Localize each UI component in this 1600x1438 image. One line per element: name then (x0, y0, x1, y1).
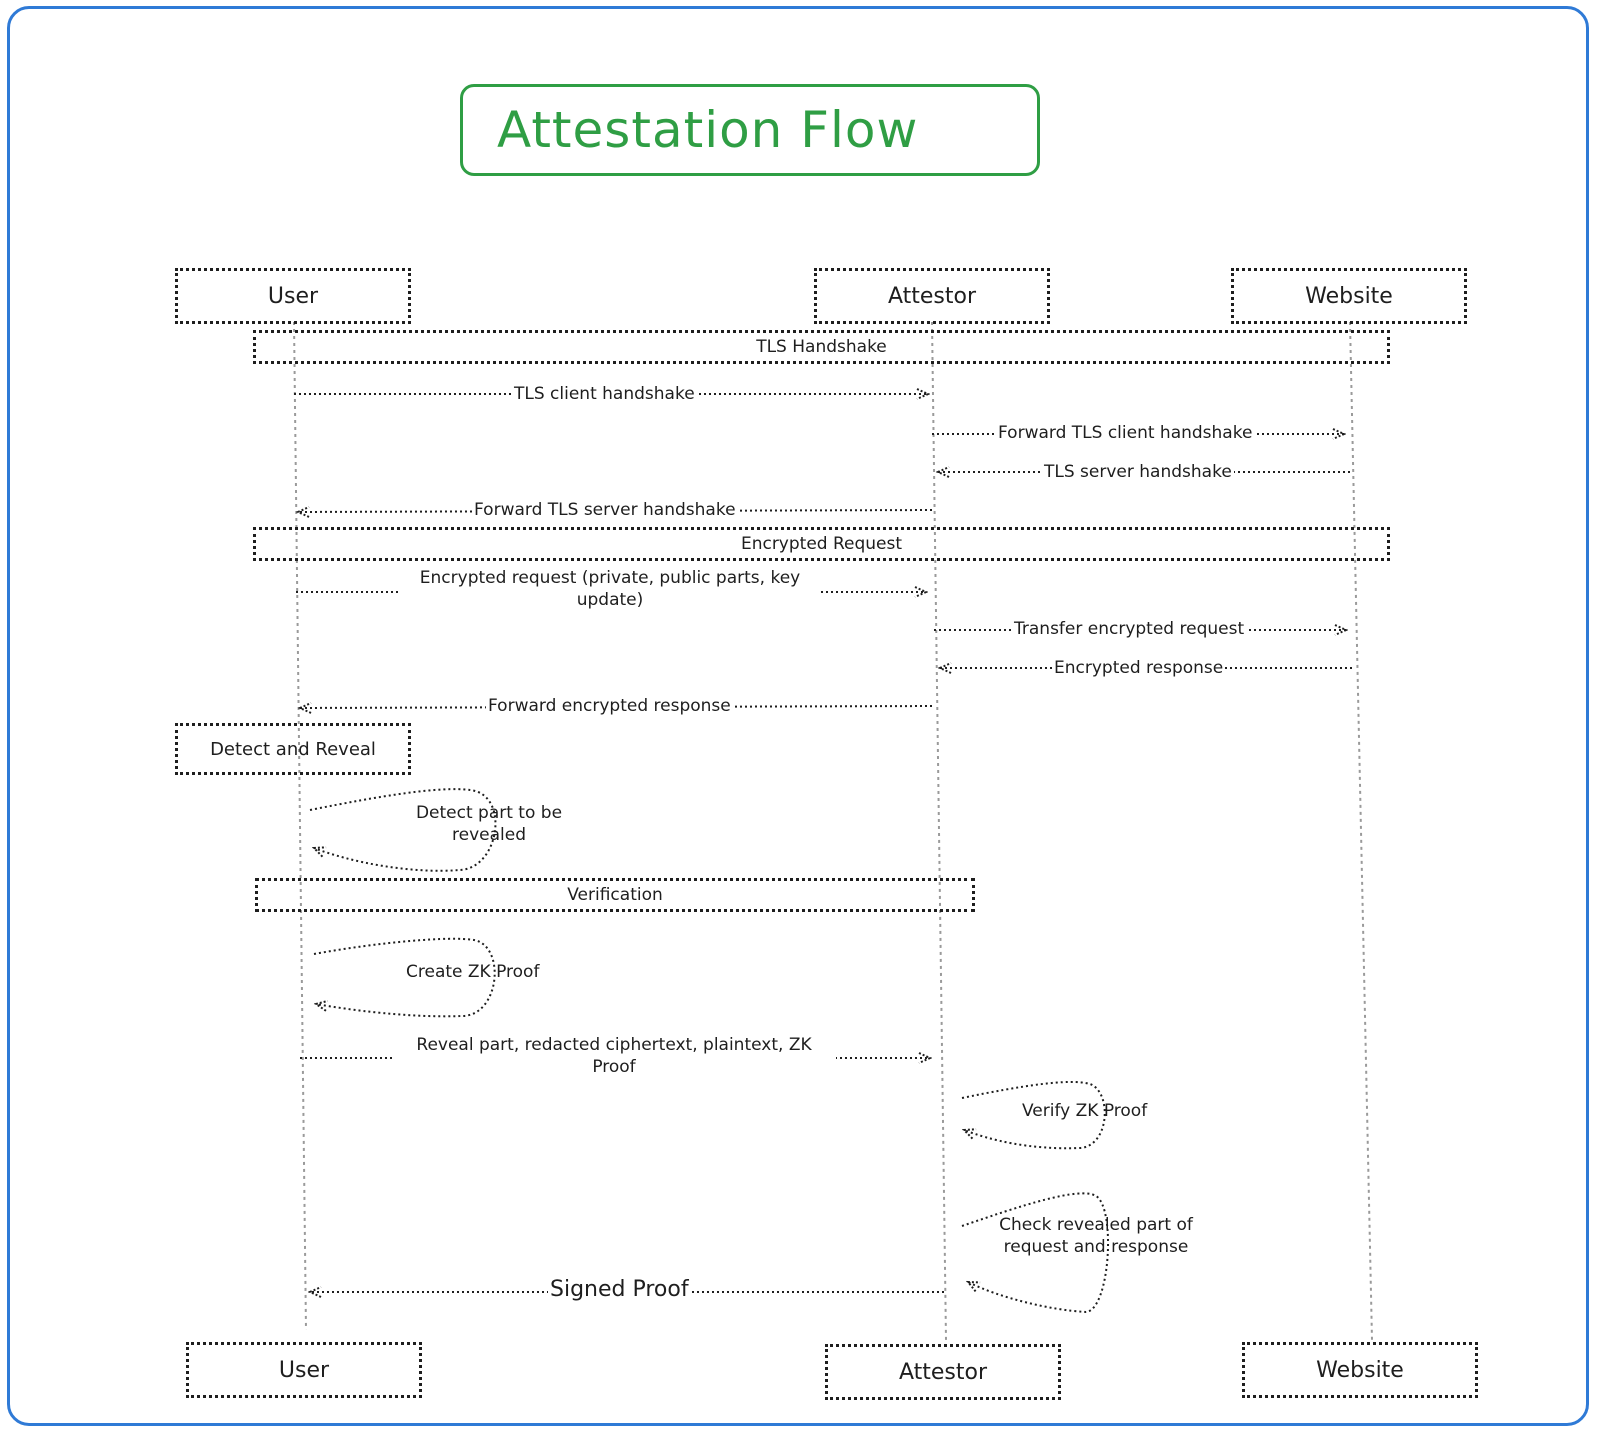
label-detect-part: Detect part to be revealed (415, 803, 563, 845)
diagram-title: Attestation Flow (497, 101, 919, 159)
label-encrypted-request: Encrypted request (private, public parts… (400, 567, 820, 611)
label-signed-proof: Signed Proof (548, 1276, 691, 1304)
actor-website-bottom: Website (1242, 1342, 1478, 1398)
frame-verification: Verification (255, 878, 975, 912)
label-verify-zk-proof: Verify ZK Proof (1022, 1101, 1148, 1121)
label-forward-encrypted-response: Forward encrypted response (486, 695, 733, 717)
lifeline-attestor (931, 321, 947, 1341)
lifeline-website (1349, 321, 1373, 1341)
actor-user-bottom: User (186, 1342, 422, 1398)
loop-verify-zk-proof (962, 1080, 1106, 1150)
title-box: Attestation Flow (460, 84, 1040, 176)
label-create-zk-proof: Create ZK Proof (406, 962, 540, 982)
loop-detect-part (309, 788, 497, 872)
frame-encrypted-request: Encrypted Request (253, 527, 1390, 561)
label-tls-server-handshake: TLS server handshake (1042, 461, 1234, 483)
label-check-revealed: Check revealed part of request and respo… (999, 1215, 1193, 1257)
label-reveal-part: Reveal part, redacted ciphertext, plaint… (392, 1034, 836, 1078)
label-transfer-encrypted-request: Transfer encrypted request (1012, 618, 1247, 640)
frame-tls-handshake: TLS Handshake (253, 330, 1390, 364)
lifeline-user (293, 321, 307, 1331)
actor-attestor-bottom: Attestor (825, 1344, 1061, 1400)
actor-attestor-top: Attestor (814, 268, 1050, 324)
label-forward-tls-server-handshake: Forward TLS server handshake (472, 499, 738, 521)
loop-create-zk-proof (314, 937, 496, 1018)
actor-user-top: User (175, 268, 411, 324)
label-tls-client-handshake: TLS client handshake (512, 383, 697, 405)
note-detect-and-reveal: Detect and Reveal (175, 723, 411, 775)
actor-website-top: Website (1231, 268, 1467, 324)
label-forward-tls-client-handshake: Forward TLS client handshake (996, 422, 1255, 444)
label-encrypted-response: Encrypted response (1052, 657, 1226, 679)
canvas-frame (7, 6, 1589, 1426)
arrow-forward-tls-server-handshake (298, 510, 933, 512)
